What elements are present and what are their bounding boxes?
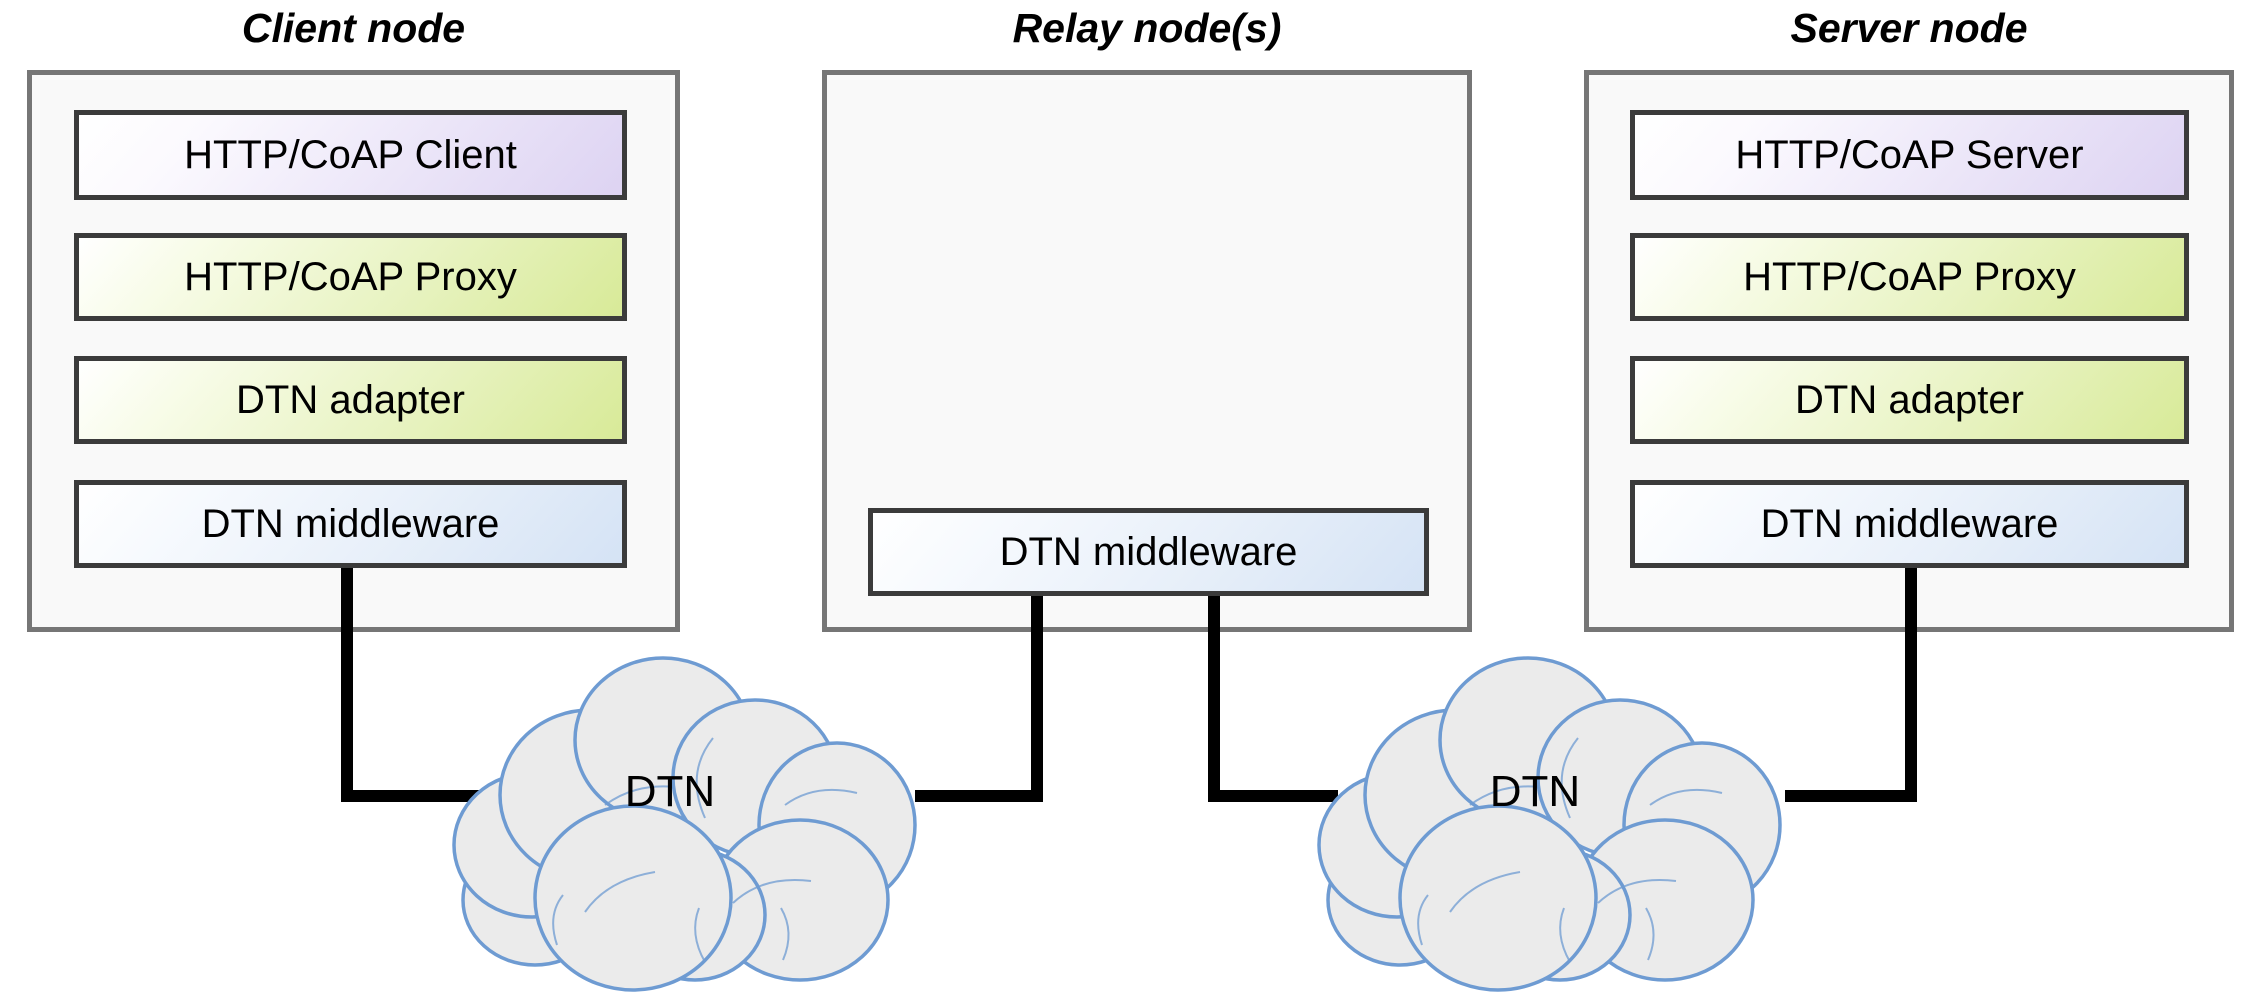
client-layer-http-coap-proxy[interactable]: HTTP/CoAP Proxy [74, 233, 627, 321]
client-layer-dtn-adapter[interactable]: DTN adapter [74, 356, 627, 444]
server-layer-dtn-adapter[interactable]: DTN adapter [1630, 356, 2189, 444]
relay-node-title: Relay node(s) [1012, 5, 1282, 51]
cloud-right: DTN [1270, 650, 1800, 1003]
connector-relay-right-vertical [1208, 596, 1220, 802]
connector-client-horizontal [341, 790, 481, 802]
cloud-left: DTN [405, 650, 935, 1003]
connector-server-horizontal [1785, 790, 1917, 802]
cloud-left-shape [452, 656, 917, 992]
client-layer-http-coap-client[interactable]: HTTP/CoAP Client [74, 110, 627, 200]
connector-client-vertical [341, 568, 353, 802]
server-layer-http-coap-server[interactable]: HTTP/CoAP Server [1630, 110, 2189, 200]
server-layer-dtn-middleware[interactable]: DTN middleware [1630, 480, 2189, 568]
relay-layer-dtn-middleware[interactable]: DTN middleware [868, 508, 1429, 596]
server-node-title: Server node [1790, 5, 2028, 51]
client-node-title: Client node [241, 5, 466, 51]
cloud-left-label: DTN [624, 767, 716, 816]
client-layer-dtn-middleware[interactable]: DTN middleware [74, 480, 627, 568]
cloud-right-shape [1317, 656, 1782, 992]
connector-server-vertical [1905, 568, 1917, 802]
connector-relay-right-horizontal [1208, 790, 1338, 802]
connector-relay-left-horizontal [915, 790, 1043, 802]
connector-relay-left-vertical [1031, 596, 1043, 802]
cloud-right-label: DTN [1489, 767, 1581, 816]
server-layer-http-coap-proxy[interactable]: HTTP/CoAP Proxy [1630, 233, 2189, 321]
